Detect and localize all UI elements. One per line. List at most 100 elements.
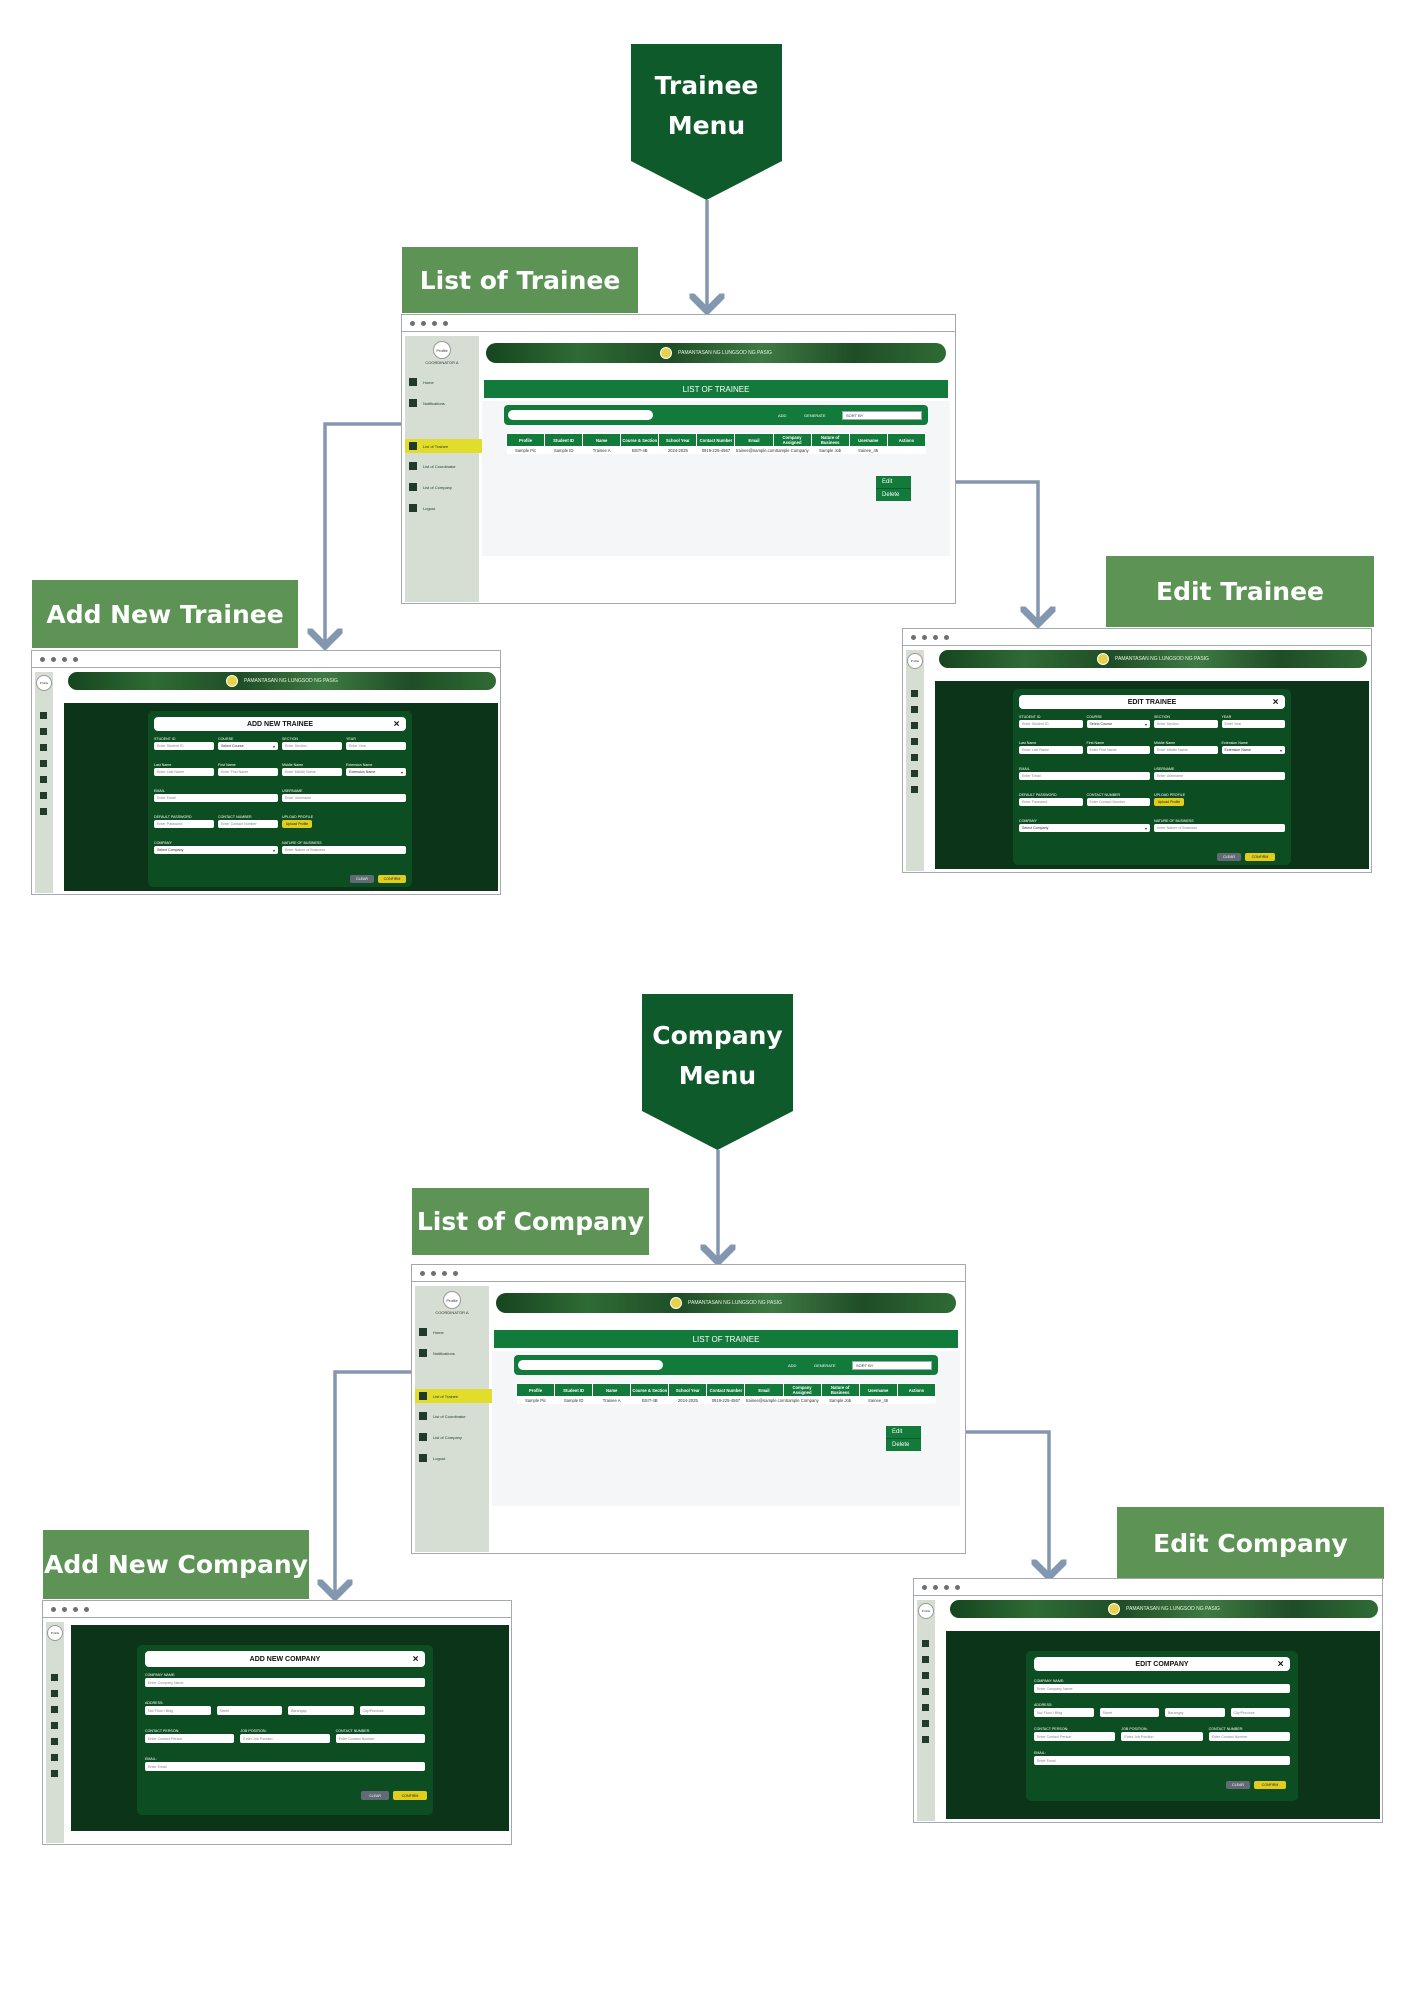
sidebar-item-logout[interactable]: Logout: [409, 504, 435, 512]
sort-by-select[interactable]: SORT BY: [852, 1361, 932, 1370]
upload-profile-button[interactable]: Upload Profile: [282, 820, 312, 828]
select-field[interactable]: Select Company: [1019, 824, 1150, 832]
logout-icon[interactable]: [51, 1770, 58, 1777]
input-field[interactable]: Enter Job Position: [1121, 1732, 1203, 1741]
home-icon[interactable]: [51, 1674, 58, 1681]
input-field[interactable]: Enter Password: [1019, 798, 1083, 806]
input-field[interactable]: Enter Contact Person: [145, 1734, 235, 1743]
input-field[interactable]: Enter Section: [282, 742, 342, 750]
coordinator-icon[interactable]: [911, 738, 918, 745]
input-field[interactable]: City/Province: [359, 1706, 425, 1715]
generate-button[interactable]: GENERATE: [814, 1363, 836, 1368]
trainee-icon[interactable]: [51, 1706, 58, 1713]
close-icon[interactable]: ✕: [1272, 697, 1279, 707]
coordinator-icon[interactable]: [922, 1688, 929, 1695]
delete-menu-item[interactable]: Delete: [892, 1442, 910, 1448]
input-field[interactable]: Enter Last Name: [1019, 746, 1083, 754]
input-field[interactable]: Enter Company Name: [145, 1678, 425, 1687]
profile-avatar[interactable]: Profile: [918, 1603, 934, 1619]
input-field[interactable]: Enter Contact Number: [218, 820, 278, 828]
coordinator-icon[interactable]: [40, 760, 47, 767]
input-field[interactable]: Enter Email: [1034, 1756, 1290, 1765]
input-field[interactable]: Enter Year: [1221, 720, 1285, 728]
profile-avatar[interactable]: Profile: [907, 653, 923, 669]
logout-icon[interactable]: [40, 792, 47, 799]
input-field[interactable]: Enter Nature of Business: [1154, 824, 1285, 832]
clear-button[interactable]: CLEAR: [350, 875, 374, 883]
delete-menu-item[interactable]: Delete: [882, 492, 900, 498]
input-field[interactable]: Enter Nature of Business: [282, 846, 406, 854]
input-field[interactable]: City/Province: [1230, 1708, 1290, 1717]
select-field[interactable]: Select Company: [154, 846, 278, 854]
input-field[interactable]: No/ Floor / Bldg: [1034, 1708, 1094, 1717]
home-icon[interactable]: [40, 712, 47, 719]
input-field[interactable]: Enter First Name: [218, 768, 278, 776]
home-icon[interactable]: [922, 1640, 929, 1647]
add-button[interactable]: ADD: [788, 1363, 797, 1368]
input-field[interactable]: Enter Username: [282, 794, 406, 802]
sidebar-item-list-of-coordinator[interactable]: List of Coordinator: [419, 1412, 466, 1420]
select-field[interactable]: Extension Name: [1221, 746, 1285, 754]
building-icon[interactable]: [922, 1704, 929, 1711]
building-icon[interactable]: [911, 754, 918, 761]
input-field[interactable]: Enter Company Name: [1034, 1684, 1290, 1693]
trainee-icon[interactable]: [911, 722, 918, 729]
sidebar-item-notifications[interactable]: Notifications: [419, 1349, 455, 1357]
sidebar-item-notifications[interactable]: Notifications: [409, 399, 445, 407]
sort-by-select[interactable]: SORT BY: [842, 411, 922, 420]
confirm-button[interactable]: CONFIRM: [1254, 1781, 1286, 1789]
logout-icon[interactable]: [911, 770, 918, 777]
coordinator-icon[interactable]: [51, 1722, 58, 1729]
confirm-button[interactable]: CONFIRM: [393, 1791, 427, 1800]
profile-avatar[interactable]: Profile: [47, 1625, 63, 1641]
input-field[interactable]: Enter Username: [1154, 772, 1285, 780]
profile-avatar[interactable]: Profile: [433, 341, 451, 359]
input-field[interactable]: No/ Floor / Bldg: [145, 1706, 211, 1715]
bell-icon[interactable]: [51, 1690, 58, 1697]
input-field[interactable]: Enter Password: [154, 820, 214, 828]
clear-button[interactable]: CLEAR: [1217, 853, 1241, 861]
clear-button[interactable]: CLEAR: [1226, 1781, 1250, 1789]
input-field[interactable]: Enter Email: [154, 794, 278, 802]
search-input[interactable]: [508, 410, 653, 420]
sidebar-item-list-of-trainee[interactable]: List of Trainee: [405, 439, 483, 453]
search-input[interactable]: [518, 1360, 663, 1370]
close-icon[interactable]: ✕: [412, 1654, 419, 1664]
input-field[interactable]: Enter Last Name: [154, 768, 214, 776]
input-field[interactable]: Enter Contact Person: [1034, 1732, 1116, 1741]
input-field[interactable]: Enter Middle Name: [1154, 746, 1218, 754]
profile-avatar[interactable]: Profile: [36, 675, 52, 691]
sidebar-item-list-of-trainee[interactable]: List of Trainee: [415, 1389, 493, 1403]
bell-icon[interactable]: [911, 706, 918, 713]
input-field[interactable]: Enter Contact Number: [335, 1734, 425, 1743]
profile-avatar[interactable]: Profile: [443, 1291, 461, 1309]
input-field[interactable]: Enter Student ID: [1019, 720, 1083, 728]
sidebar-item-list-of-company[interactable]: List of Company: [419, 1433, 462, 1441]
trainee-icon[interactable]: [40, 744, 47, 751]
select-field[interactable]: Extension Name: [346, 768, 406, 776]
confirm-button[interactable]: CONFIRM: [1245, 853, 1275, 861]
input-field[interactable]: Enter Contact Number: [1208, 1732, 1290, 1741]
input-field[interactable]: Street: [1099, 1708, 1159, 1717]
bell-icon[interactable]: [922, 1656, 929, 1663]
bell-icon[interactable]: [40, 728, 47, 735]
edit-menu-item[interactable]: Edit: [876, 476, 911, 489]
confirm-button[interactable]: CONFIRM: [378, 875, 406, 883]
input-field[interactable]: Enter Section: [1154, 720, 1218, 728]
input-field[interactable]: Enter Job Position: [240, 1734, 330, 1743]
add-button[interactable]: ADD: [778, 413, 787, 418]
logout-icon[interactable]: [51, 1754, 58, 1761]
select-field[interactable]: Select Course: [1086, 720, 1150, 728]
close-icon[interactable]: ✕: [393, 719, 400, 729]
close-icon[interactable]: ✕: [1277, 1659, 1284, 1669]
edit-menu-item[interactable]: Edit: [886, 1426, 921, 1439]
clear-button[interactable]: CLEAR: [361, 1791, 389, 1800]
input-field[interactable]: Enter Middle Name: [282, 768, 342, 776]
upload-profile-button[interactable]: Upload Profile: [1154, 798, 1184, 806]
logout-icon[interactable]: [911, 786, 918, 793]
sidebar-item-list-of-company[interactable]: List of Company: [409, 483, 452, 491]
input-field[interactable]: Barangay: [1165, 1708, 1225, 1717]
building-icon[interactable]: [51, 1738, 58, 1745]
input-field[interactable]: Enter Contact Number: [1086, 798, 1150, 806]
input-field[interactable]: Enter Email: [1019, 772, 1150, 780]
